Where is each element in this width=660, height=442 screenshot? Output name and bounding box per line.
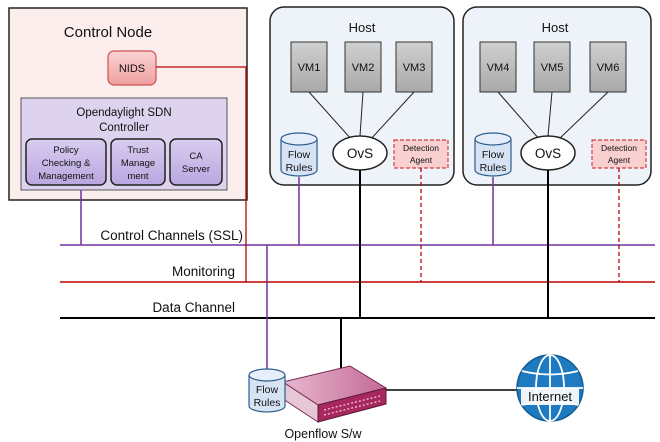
switch-flow-rules-cylinder: Flow Rules <box>248 368 286 413</box>
flow-rules-2-line1: Flow <box>482 149 505 161</box>
vm1-ovs-link <box>308 91 353 141</box>
flow-rules-2-line2: Rules <box>480 162 507 174</box>
flow-rules-1-line2: Rules <box>286 162 313 174</box>
data-channel-label: Data Channel <box>152 300 235 315</box>
flow-rules-cylinder-1: Flow Rules <box>280 132 318 177</box>
vm3-label: VM3 <box>403 62 426 74</box>
host-1-title: Host <box>349 20 376 35</box>
internet-label-bg <box>521 388 579 405</box>
ca-server-line2: Server <box>182 164 210 175</box>
internet-label: Internet <box>528 389 572 404</box>
switch-flow-rules-line2: Rules <box>254 397 281 409</box>
flow-rules-cylinder-2: Flow Rules <box>474 132 512 177</box>
trust-module-box <box>110 138 166 186</box>
host-2-title: Host <box>542 20 569 35</box>
vm5-box <box>533 41 571 93</box>
control-node: Control Node NIDS Opendaylight SDN Contr… <box>8 7 248 201</box>
vm6-ovs-link <box>557 91 609 141</box>
ovs-2-label: OvS <box>535 146 561 161</box>
openflow-switch-label: Openflow S/w <box>284 427 362 441</box>
trust-module-line3: ment <box>127 171 148 182</box>
trust-module-line2: Manage <box>121 158 155 169</box>
vm4-box <box>479 41 517 93</box>
detection-agent-2-line2: Agent <box>608 155 631 165</box>
vm5-ovs-link <box>547 91 553 137</box>
control-channel-label: Control Channels (SSL) <box>100 228 243 243</box>
ca-server-line1: CA <box>189 151 203 162</box>
openflow-switch <box>281 365 388 423</box>
control-node-title: Control Node <box>64 24 152 41</box>
vm2-ovs-link <box>359 91 364 137</box>
policy-module-box <box>25 138 107 186</box>
vm3-ovs-link <box>369 91 415 141</box>
vm1-label: VM1 <box>298 62 321 74</box>
detection-agent-1-line1: Detection <box>403 143 439 153</box>
internet-globe: Internet <box>516 354 584 422</box>
vm4-ovs-link <box>497 91 541 141</box>
vm6-label: VM6 <box>597 62 620 74</box>
vm2-label: VM2 <box>352 62 375 74</box>
controller-title-line2: Controller <box>99 122 149 134</box>
policy-module-line2: Checking & <box>42 158 91 169</box>
nids-monitoring-link <box>156 66 247 282</box>
nids-box <box>107 50 157 86</box>
host-2: Host VM4 VM5 VM6 OvS Flow Rules Detectio… <box>462 6 652 186</box>
detection-agent-1-box <box>393 139 449 169</box>
ca-server-box <box>169 138 223 186</box>
policy-module-line1: Policy <box>53 145 79 156</box>
detection-agent-1-line2: Agent <box>410 155 433 165</box>
detection-agent-2-line1: Detection <box>601 143 637 153</box>
nids-label: NIDS <box>119 63 145 75</box>
monitoring-channel-label: Monitoring <box>172 264 235 279</box>
policy-module-line3: Management <box>38 171 94 182</box>
ovs-1-label: OvS <box>347 146 373 161</box>
switch-side-face <box>317 387 387 423</box>
controller-title-line1: Opendaylight SDN <box>76 107 171 119</box>
trust-module-line1: Trust <box>127 145 149 156</box>
vm4-label: VM4 <box>487 62 510 74</box>
host-1: Host VM1 VM2 VM3 OvS Flow Rules Detectio… <box>269 6 455 186</box>
flow-rules-1-line1: Flow <box>288 149 311 161</box>
vm5-label: VM5 <box>541 62 564 74</box>
switch-flow-rules-line1: Flow <box>256 384 279 396</box>
vm2-box <box>344 41 382 93</box>
